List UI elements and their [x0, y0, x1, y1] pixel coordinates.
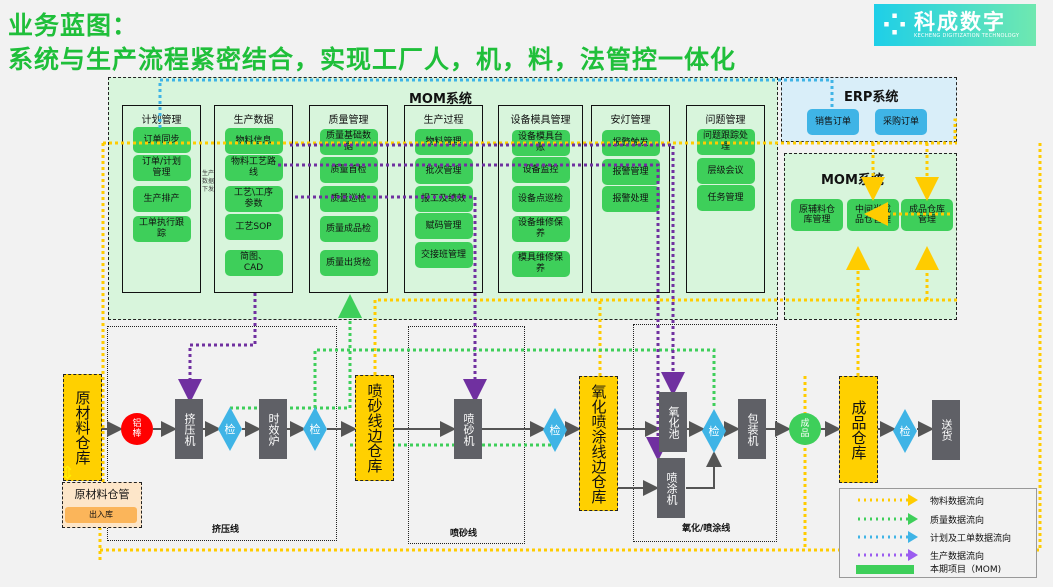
legend-material: 物料数据流向 [930, 497, 985, 507]
module-item[interactable]: 物料工艺路线 [224, 155, 283, 181]
wms-finished[interactable]: 成品仓库管理 [901, 199, 953, 231]
inspect-3[interactable]: 检 [543, 408, 567, 452]
module-item[interactable]: 生产排产 [132, 186, 191, 212]
legend-mom-swatch [856, 565, 914, 574]
oxidation-warehouse[interactable]: 氧化喷涂线边仓库 [579, 376, 618, 511]
extrusion-line-label: 挤压线 [212, 525, 240, 535]
module-item[interactable]: 质量成品检 [319, 216, 378, 242]
column-title: 生产过程 [423, 115, 464, 126]
mom-wms-panel: MOM系统 原辅料仓库管理 中间半成品仓管理 成品仓库管理 [784, 153, 957, 320]
wms-semi-finished[interactable]: 中间半成品仓管理 [847, 199, 899, 231]
oxidation-line-label: 氧化/喷涂线 [682, 524, 731, 534]
column-title: 质量管理 [328, 115, 369, 126]
module-item[interactable]: 设备模具台账 [511, 130, 570, 156]
legend-production: 生产数据流向 [930, 552, 985, 562]
module-item[interactable]: 质量首检 [319, 157, 378, 183]
module-item[interactable]: 报工及绩效 [414, 186, 473, 212]
page-title: 业务蓝图： [8, 11, 139, 40]
module-item[interactable]: 设备监控 [511, 157, 570, 183]
column-title: 设备模具管理 [510, 115, 571, 126]
in-out-button[interactable]: 出入库 [65, 507, 137, 523]
sandblast-warehouse[interactable]: 喷砂线边仓库 [355, 375, 394, 481]
module-item[interactable]: 工艺SOP [224, 214, 283, 240]
module-item[interactable]: 订单/计划管理 [132, 155, 191, 181]
legend-mom: 本期项目（MOM) [930, 565, 1002, 575]
logo-tagline: KECHENG DIGITIZATION TECHNOLOGY [914, 33, 1020, 39]
legend-quality: 质量数据流向 [930, 516, 985, 526]
oxidation-tank[interactable]: 氧化池 [659, 392, 687, 452]
module-item[interactable]: 交接班管理 [414, 242, 473, 268]
erp-sales-order[interactable]: 销售订单 [807, 109, 859, 135]
finished-product: 成品 [789, 413, 821, 445]
module-item[interactable]: 简图、CAD [224, 250, 283, 276]
module-item[interactable]: 设备点巡检 [511, 186, 570, 212]
logo-name: 科成数字 [914, 10, 1006, 34]
extruder[interactable]: 挤压机 [175, 399, 203, 459]
module-item[interactable]: 问题跟踪处理 [696, 129, 755, 155]
finished-warehouse[interactable]: 成品仓库 [839, 376, 878, 483]
sandblaster[interactable]: 喷砂机 [454, 399, 482, 459]
module-item[interactable]: 模具维修保养 [511, 251, 570, 277]
module-item[interactable]: 层级会议 [696, 158, 755, 184]
bidirectional-arrow-icon: ⇕ [60, 463, 76, 484]
module-item[interactable]: 物料管理 [414, 129, 473, 155]
column-title: 生产数据 [233, 115, 274, 126]
module-item[interactable]: 赋码管理 [414, 213, 473, 239]
logo: ⁘ 科成数字 KECHENG DIGITIZATION TECHNOLOGY [874, 4, 1036, 46]
wms-raw-material[interactable]: 原辅料仓库管理 [791, 199, 843, 231]
module-item[interactable]: 批次管理 [414, 158, 473, 184]
column-title: 计划管理 [141, 115, 182, 126]
module-item[interactable]: 报警处理 [601, 186, 660, 212]
side-note: 生产数据下发 [202, 170, 215, 193]
module-item[interactable]: 质量出货检 [319, 250, 378, 276]
mom-wms-title: MOM系统 [821, 173, 884, 188]
module-item[interactable]: 报警触发 [601, 130, 660, 156]
aluminum-bar: 铝棒 [121, 413, 153, 445]
erp-title: ERP系统 [844, 90, 899, 105]
module-item[interactable]: 质量巡检 [319, 186, 378, 212]
column-title: 安灯管理 [610, 115, 651, 126]
legend-plan: 计划及工单数据流向 [930, 534, 1012, 544]
sprayer[interactable]: 喷涂机 [657, 458, 685, 518]
logo-mark-icon: ⁘ [882, 7, 908, 43]
legend: 物料数据流向 质量数据流向 计划及工单数据流向 生产数据流向 本期项目（MOM) [839, 488, 1037, 578]
module-item[interactable]: 工单执行跟踪 [132, 216, 191, 242]
module-item[interactable]: 设备维修保养 [511, 216, 570, 242]
raw-material-warehouse[interactable]: 原材料仓库 [63, 374, 102, 481]
module-item[interactable]: 工艺\工序参数 [224, 186, 283, 212]
erp-panel: ERP系统 销售订单 采购订单 [781, 77, 957, 142]
delivery[interactable]: 送货 [932, 400, 960, 460]
raw-mgmt-title: 原材料仓管 [74, 488, 130, 501]
module-item[interactable]: 任务管理 [696, 185, 755, 211]
aging-furnace[interactable]: 时效炉 [259, 399, 287, 459]
sandblast-line-label: 喷砂线 [450, 529, 478, 539]
module-item[interactable]: 订单同步 [132, 127, 191, 153]
inspect-5[interactable]: 检 [893, 409, 917, 453]
packer[interactable]: 包装机 [738, 399, 766, 459]
erp-purchase-order[interactable]: 采购订单 [875, 109, 927, 135]
module-item[interactable]: 报警管理 [601, 159, 660, 185]
page-subtitle: 系统与生产流程紧密结合，实现工厂人，机，料，法管控一体化 [8, 45, 737, 74]
column-title: 问题管理 [705, 115, 746, 126]
module-item[interactable]: 物料信息 [224, 128, 283, 154]
module-item[interactable]: 质量基础数据 [319, 129, 378, 155]
raw-material-mgmt: 原材料仓管 出入库 [62, 482, 142, 528]
